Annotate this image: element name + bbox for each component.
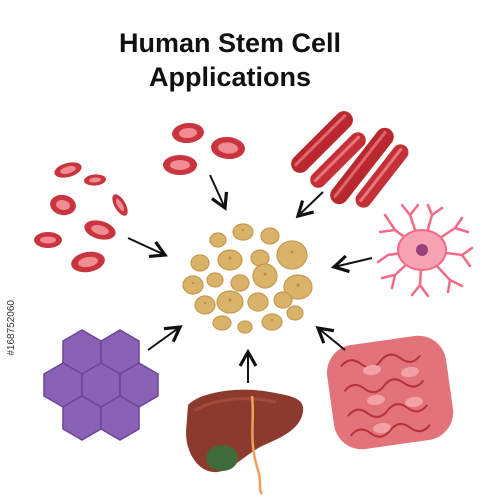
stem-cell-cluster [182,223,313,334]
neuron-body [397,229,447,271]
stem-cell-speckles [191,228,300,322]
hexagonal-cells [43,329,159,441]
title-line-1: Human Stem Cell [118,28,342,58]
title-line-2: Applications [148,62,311,92]
arrow-from-hex [147,325,183,351]
arrow-from-kidney [315,325,346,351]
red-blood-cells-top [163,122,245,175]
arrow-from-blood-top [209,174,229,211]
arrow-from-muscle [295,191,324,219]
liver-organ [186,389,304,495]
diagram-title: Human Stem Cell Applications [0,26,460,94]
muscle-fibers [291,111,409,208]
stock-id-watermark: #168752060 [6,300,17,356]
arrow-from-neuron [330,254,373,274]
red-blood-cells-left [34,162,128,273]
kidney-tissue [326,335,454,450]
arrows [127,174,373,383]
arrow-from-blood-left [127,237,168,259]
